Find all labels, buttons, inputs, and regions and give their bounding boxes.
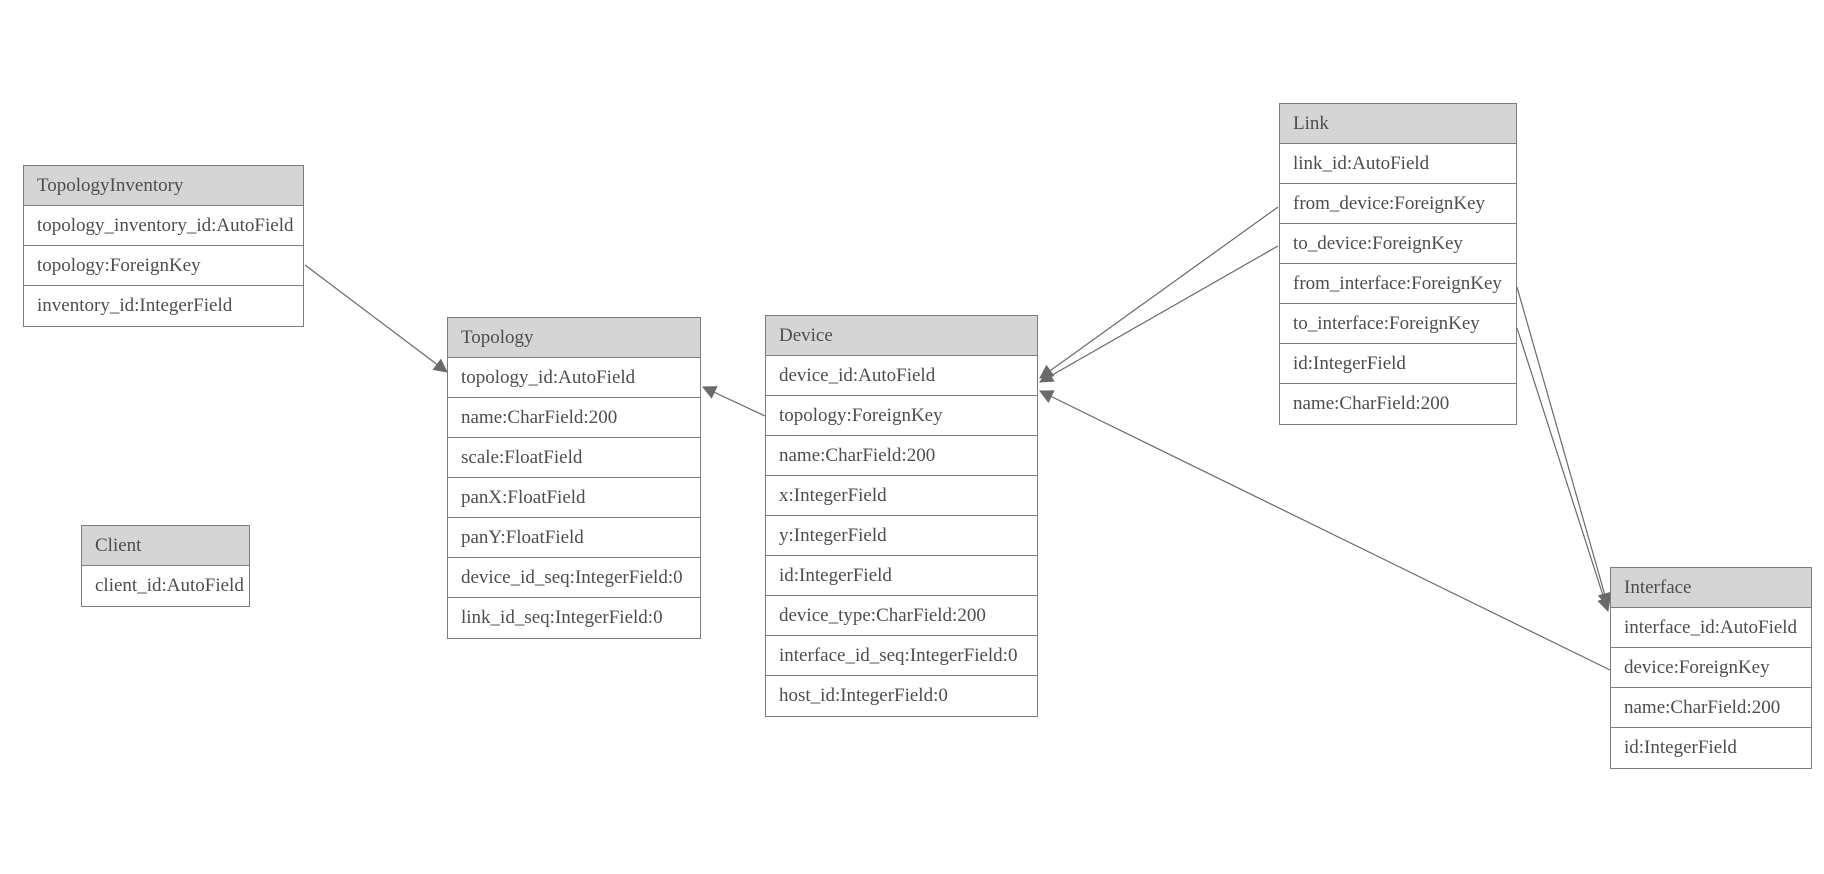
entity-field-row: topology_inventory_id:AutoField [24,206,303,246]
entity-field-row: device_type:CharField:200 [766,596,1037,636]
entity-field-row: link_id:AutoField [1280,144,1516,184]
entity-field-row: panX:FloatField [448,478,700,518]
entity-field-row: name:CharField:200 [766,436,1037,476]
relation-topologyinventory-topology [304,264,448,373]
entity-field-row: id:IntegerField [1280,344,1516,384]
entity-field-row: topology:ForeignKey [766,396,1037,436]
entity-field-row: panY:FloatField [448,518,700,558]
entity-field-row: device_id_seq:IntegerField:0 [448,558,700,598]
entity-field-row: device:ForeignKey [1611,648,1811,688]
entity-field-row: y:IntegerField [766,516,1037,556]
entity-field-row: inventory_id:IntegerField [24,286,303,326]
entity-field-row: id:IntegerField [1611,728,1811,768]
entity-title: Device [766,316,1037,356]
entity-field-row: from_device:ForeignKey [1280,184,1516,224]
relation-link-to_device [1039,245,1279,383]
relation-interface-device [1038,390,1611,671]
entity-field-row: link_id_seq:IntegerField:0 [448,598,700,638]
entity-field-row: interface_id_seq:IntegerField:0 [766,636,1037,676]
entity-title: Topology [448,318,700,358]
entity-field-row: to_device:ForeignKey [1280,224,1516,264]
entity-field-row: client_id:AutoField [82,566,249,606]
relation-link-from_interface [1516,286,1612,608]
entity-field-row: to_interface:ForeignKey [1280,304,1516,344]
entity-field-row: topology:ForeignKey [24,246,303,286]
entity-field-row: device_id:AutoField [766,356,1037,396]
relation-link-from_device [1039,206,1279,379]
entity-field-row: name:CharField:200 [448,398,700,438]
entity-field-row: name:CharField:200 [1611,688,1811,728]
relation-link-to_interface [1516,327,1611,613]
entity-field-row: host_id:IntegerField:0 [766,676,1037,716]
entity-field-row: topology_id:AutoField [448,358,700,398]
entity-field-row: interface_id:AutoField [1611,608,1811,648]
entity-title: Link [1280,104,1516,144]
entity-title: TopologyInventory [24,166,303,206]
relation-device-topology [701,386,766,417]
entity-title: Interface [1611,568,1811,608]
entity-field-row: x:IntegerField [766,476,1037,516]
entity-field-row: from_interface:ForeignKey [1280,264,1516,304]
entity-field-row: name:CharField:200 [1280,384,1516,424]
entity-title: Client [82,526,249,566]
entity-field-row: scale:FloatField [448,438,700,478]
entity-field-row: id:IntegerField [766,556,1037,596]
